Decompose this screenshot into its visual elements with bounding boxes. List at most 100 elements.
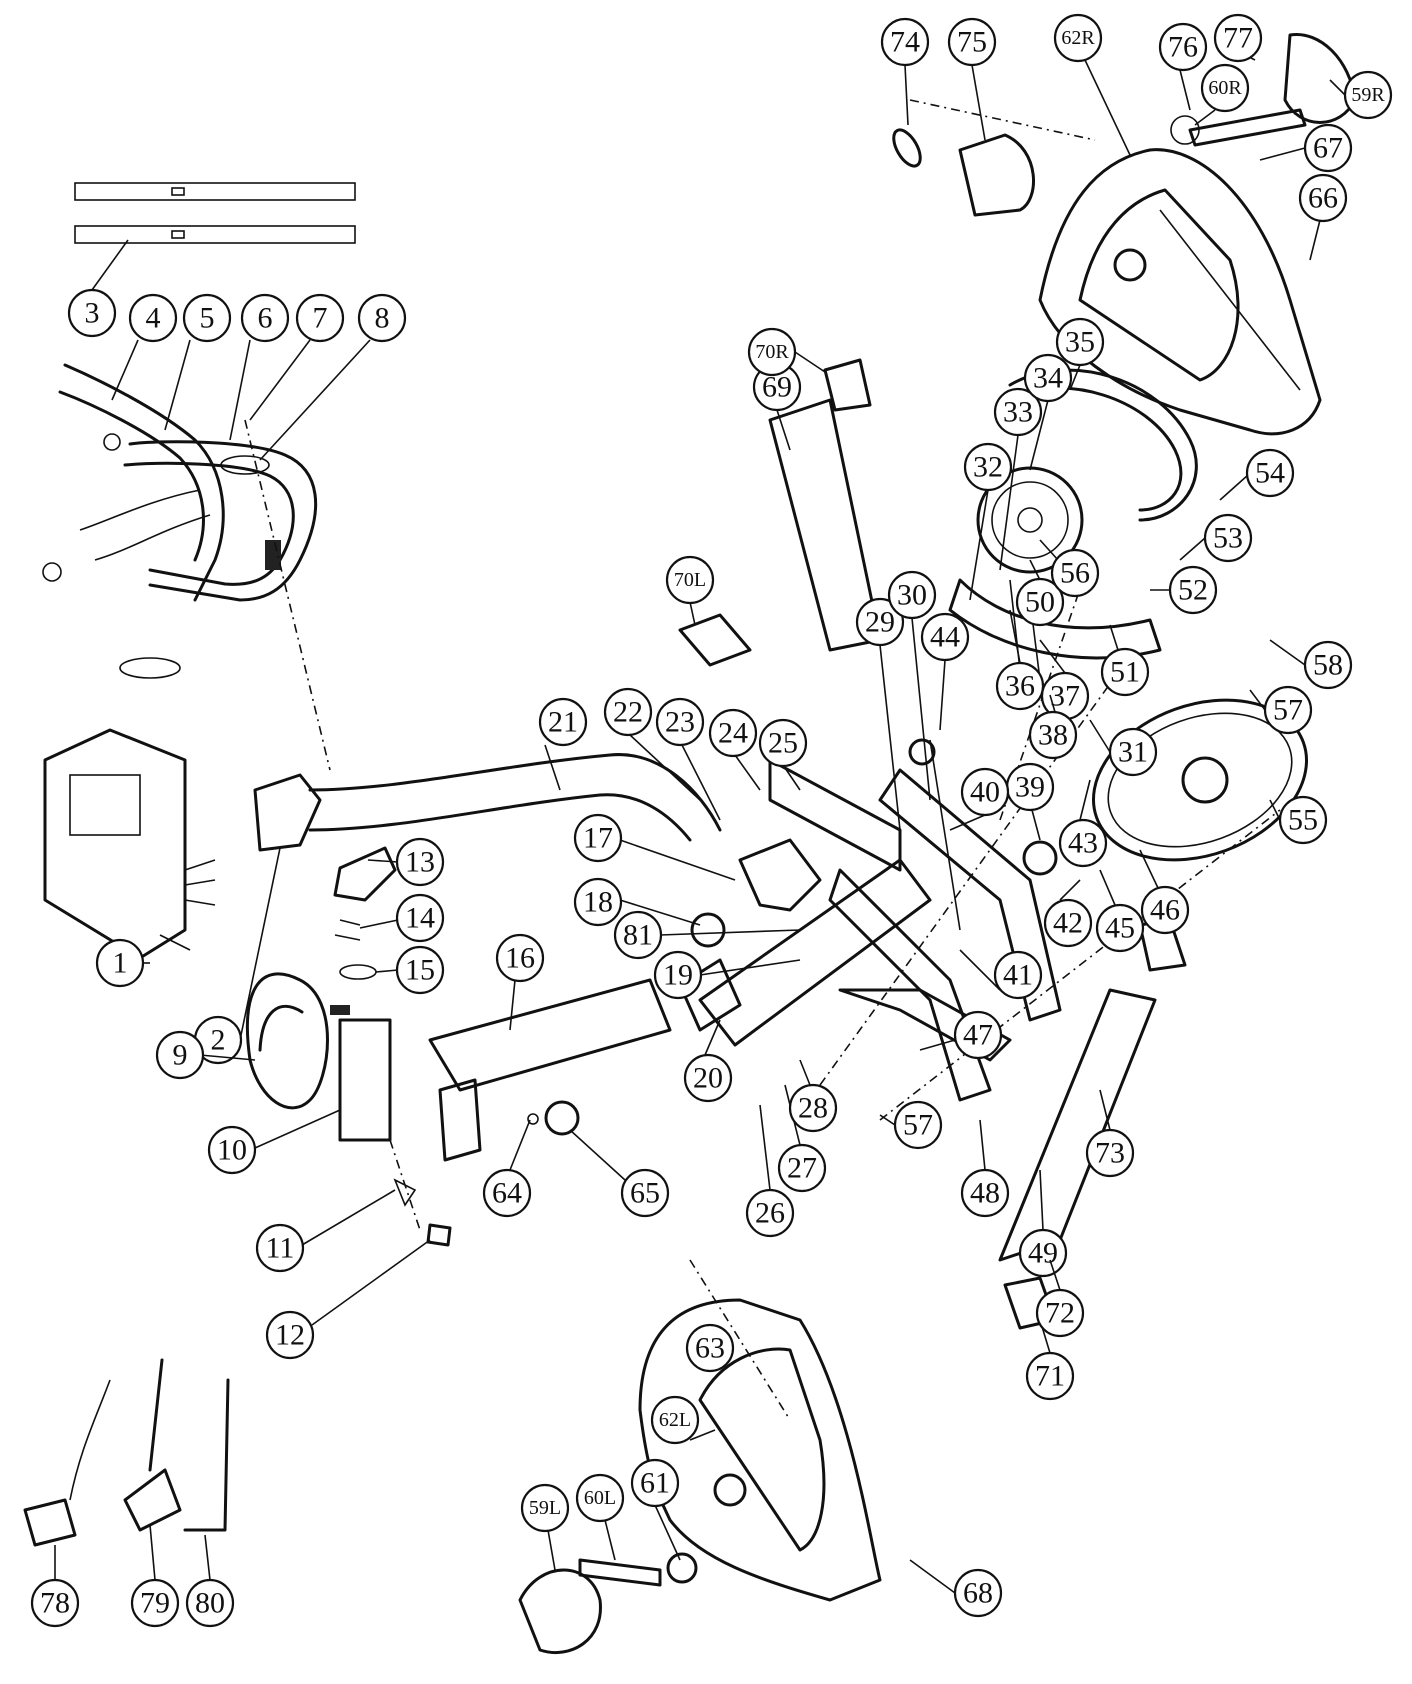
callout-79: 79 <box>130 1524 180 1628</box>
svg-text:66: 66 <box>1308 182 1338 215</box>
callout-18: 18 <box>573 877 701 927</box>
svg-text:41: 41 <box>1003 959 1033 992</box>
svg-text:51: 51 <box>1110 656 1140 689</box>
svg-text:81: 81 <box>623 919 653 952</box>
svg-text:10: 10 <box>217 1134 247 1167</box>
svg-text:61: 61 <box>640 1467 670 1500</box>
svg-text:11: 11 <box>266 1232 295 1265</box>
callout-62L: 62L <box>650 1395 716 1445</box>
callout-76: 76 <box>1158 22 1208 111</box>
svg-text:22: 22 <box>613 696 643 729</box>
callout-54: 54 <box>1219 448 1295 501</box>
svg-text:68: 68 <box>963 1577 993 1610</box>
callout-57a: 57 <box>879 1100 943 1150</box>
svg-text:45: 45 <box>1105 912 1135 945</box>
seat-clamp-parts <box>333 846 397 980</box>
callout-4: 4 <box>111 293 178 401</box>
svg-text:42: 42 <box>1053 907 1083 940</box>
seat <box>245 972 452 1247</box>
svg-text:80: 80 <box>195 1587 225 1620</box>
svg-text:48: 48 <box>970 1177 1000 1210</box>
callout-21: 21 <box>538 697 588 791</box>
svg-text:53: 53 <box>1213 522 1243 555</box>
svg-text:27: 27 <box>787 1152 817 1185</box>
callout-31: 31 <box>1089 719 1158 777</box>
svg-text:52: 52 <box>1178 574 1208 607</box>
svg-text:62L: 62L <box>659 1409 691 1431</box>
callout-52: 52 <box>1150 565 1218 615</box>
svg-text:70L: 70L <box>674 569 706 591</box>
callout-42: 42 <box>1043 879 1093 948</box>
callout-27: 27 <box>777 1084 827 1193</box>
callout-61: 61 <box>630 1458 681 1561</box>
svg-text:24: 24 <box>718 717 748 750</box>
callout-73: 73 <box>1085 1089 1135 1178</box>
svg-text:31: 31 <box>1118 736 1148 769</box>
svg-text:70R: 70R <box>755 341 789 363</box>
callout-5: 5 <box>164 293 232 431</box>
svg-text:8: 8 <box>375 302 390 335</box>
svg-text:3: 3 <box>85 297 100 330</box>
svg-text:34: 34 <box>1033 362 1063 395</box>
svg-text:77: 77 <box>1223 22 1253 55</box>
svg-text:14: 14 <box>405 902 435 935</box>
callout-67: 67 <box>1259 123 1353 173</box>
svg-text:30: 30 <box>897 579 927 612</box>
svg-text:19: 19 <box>663 959 693 992</box>
callout-47: 47 <box>919 1010 1003 1060</box>
svg-text:47: 47 <box>963 1019 993 1052</box>
svg-text:37: 37 <box>1050 680 1080 713</box>
svg-text:60L: 60L <box>584 1487 616 1509</box>
callout-6: 6 <box>229 293 290 441</box>
svg-text:1: 1 <box>113 947 128 980</box>
svg-text:65: 65 <box>630 1177 660 1210</box>
callout-9: 9 <box>155 1030 256 1080</box>
callout-33: 33 <box>993 387 1043 571</box>
callout-13: 13 <box>367 837 445 887</box>
svg-text:50: 50 <box>1025 586 1055 619</box>
callout-22: 22 <box>603 687 701 801</box>
svg-text:79: 79 <box>140 1587 170 1620</box>
callout-15: 15 <box>375 945 445 995</box>
svg-text:64: 64 <box>492 1177 522 1210</box>
callout-23: 23 <box>655 697 721 821</box>
svg-text:59R: 59R <box>1351 84 1385 106</box>
callout-62R: 62R <box>1053 13 1131 156</box>
callout-28: 28 <box>788 1059 838 1133</box>
callout-26: 26 <box>745 1104 795 1238</box>
callout-60L: 60L <box>575 1473 625 1561</box>
svg-text:15: 15 <box>405 954 435 987</box>
callout-80: 80 <box>185 1534 235 1628</box>
callout-2: 2 <box>193 847 281 1065</box>
callout-69: 69 <box>752 362 802 451</box>
callout-56: 56 <box>1039 539 1100 598</box>
svg-text:2: 2 <box>211 1024 226 1057</box>
svg-text:4: 4 <box>146 302 161 335</box>
svg-text:76: 76 <box>1168 31 1198 64</box>
callout-78: 78 <box>30 1545 80 1628</box>
callout-63: 63 <box>685 1323 735 1373</box>
svg-text:57: 57 <box>1273 694 1303 727</box>
callout-38: 38 <box>1028 694 1078 760</box>
main-frame <box>678 739 1062 1102</box>
callout-45: 45 <box>1095 869 1145 953</box>
svg-text:55: 55 <box>1288 804 1318 837</box>
left-pedal-crank <box>518 1552 698 1655</box>
svg-text:56: 56 <box>1060 557 1090 590</box>
callout-53: 53 <box>1179 513 1253 563</box>
callout-8: 8 <box>259 293 407 461</box>
callout-64: 64 <box>482 1119 532 1218</box>
svg-text:23: 23 <box>665 706 695 739</box>
svg-text:33: 33 <box>1003 396 1033 429</box>
part-3-bars <box>74 182 356 244</box>
svg-text:25: 25 <box>768 727 798 760</box>
console <box>43 728 216 960</box>
svg-text:54: 54 <box>1255 457 1285 490</box>
svg-text:63: 63 <box>695 1332 725 1365</box>
callout-29: 29 <box>855 597 905 831</box>
parts-drawing <box>23 32 1357 1655</box>
callout-75: 75 <box>947 17 997 141</box>
callout-1: 1 <box>95 938 150 988</box>
svg-text:49: 49 <box>1028 1237 1058 1270</box>
svg-text:17: 17 <box>583 822 613 855</box>
